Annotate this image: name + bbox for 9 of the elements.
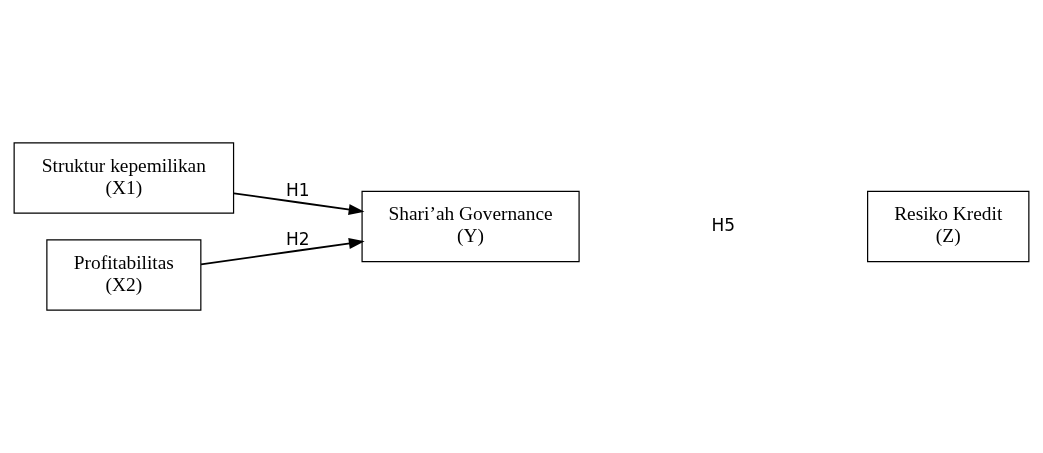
edge-label: H2 (286, 228, 310, 249)
node-box: Resiko Kredit (Z) (867, 190, 1030, 263)
node-box: Struktur kepemilikan (X1) (13, 142, 235, 214)
edge-label: H1 (286, 180, 310, 201)
label: H5 (711, 214, 736, 235)
arrow (200, 237, 365, 266)
node-box: Shari’ah Governance (Y) (361, 190, 580, 263)
node-box: Profitabilitas (X2) (46, 239, 202, 311)
arrow (233, 192, 365, 215)
